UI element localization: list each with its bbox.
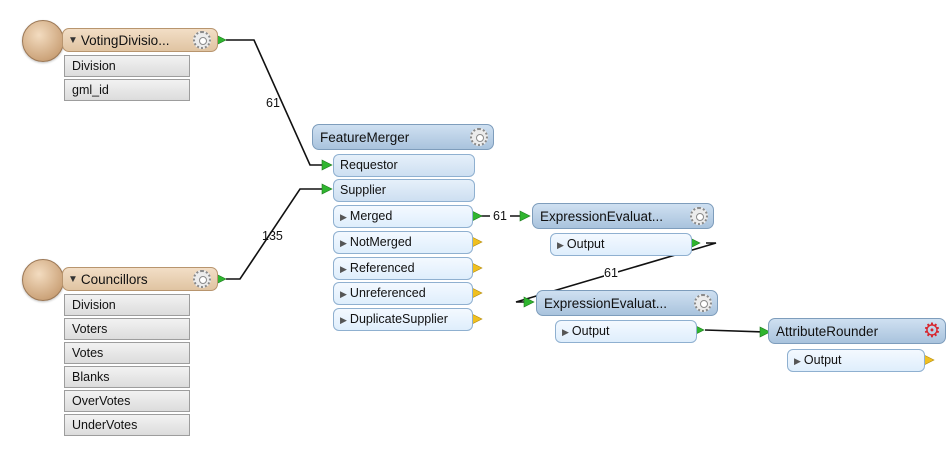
expand-triangle-icon: ▶ (557, 240, 564, 250)
collapse-triangle-icon[interactable]: ▼ (68, 34, 78, 46)
output-port-label: Merged (349, 209, 393, 223)
attribute-item: Votes (64, 342, 190, 364)
yellow-arrow-icon (923, 354, 935, 366)
reader-header[interactable]: ▼ Councillors (62, 267, 218, 291)
yellow-arrow-icon (471, 287, 483, 299)
connection-evaluator2-rounder (704, 329, 766, 333)
attribute-item: Division (64, 55, 190, 77)
transformer-title: AttributeRounder (776, 323, 879, 339)
database-reader-icon (22, 259, 64, 301)
green-arrow-icon (321, 159, 333, 171)
green-arrow-icon (523, 296, 535, 308)
green-arrow-icon (471, 210, 483, 222)
output-port-label: DuplicateSupplier (349, 312, 448, 326)
output-port-merged[interactable]: ▶Merged (333, 205, 473, 228)
input-port-requestor[interactable]: Requestor (333, 154, 475, 177)
output-port-unreferenced[interactable]: ▶Unreferenced (333, 282, 473, 305)
expand-triangle-icon: ▶ (340, 289, 347, 299)
output-port-label: Output (571, 324, 610, 338)
transformer-title: FeatureMerger (320, 129, 410, 145)
gear-icon[interactable] (470, 128, 488, 146)
gear-icon[interactable] (694, 294, 712, 312)
output-port-output[interactable]: ▶Output (555, 320, 697, 343)
yellow-arrow-icon (471, 236, 483, 248)
transformer-header[interactable]: AttributeRounder (768, 318, 946, 344)
attribute-item: OverVotes (64, 390, 190, 412)
connection-councillors-supplier (226, 188, 326, 280)
expand-triangle-icon: ▶ (794, 356, 801, 366)
transformer-header[interactable]: ExpressionEvaluat... (536, 290, 718, 316)
attribute-item: Voters (64, 318, 190, 340)
transformer-title: ExpressionEvaluat... (544, 295, 668, 311)
output-port-label: NotMerged (349, 235, 412, 249)
yellow-arrow-icon (471, 313, 483, 325)
green-arrow-icon (321, 183, 333, 195)
expand-triangle-icon: ▶ (340, 212, 347, 222)
collapse-triangle-icon[interactable]: ▼ (68, 273, 78, 285)
output-port-referenced[interactable]: ▶Referenced (333, 257, 473, 280)
reader-header[interactable]: ▼ VotingDivisio... (62, 28, 218, 52)
expand-triangle-icon: ▶ (340, 238, 347, 248)
transformer-header[interactable]: FeatureMerger (312, 124, 494, 150)
attribute-item: Division (64, 294, 190, 316)
output-port-label: Referenced (349, 261, 415, 275)
connection-count-voting: 61 (266, 96, 280, 110)
gear-icon[interactable] (193, 31, 211, 49)
output-port-output[interactable]: ▶Output (550, 233, 692, 256)
output-port-output[interactable]: ▶Output (787, 349, 925, 372)
expand-triangle-icon: ▶ (562, 327, 569, 337)
gear-icon[interactable] (690, 207, 708, 225)
output-port-label: Output (566, 237, 605, 251)
database-reader-icon (22, 20, 64, 62)
connection-voting-requestor (226, 39, 326, 166)
reader-title: VotingDivisio... (80, 32, 170, 48)
yellow-arrow-icon (471, 262, 483, 274)
output-port-label: Unreferenced (349, 286, 426, 300)
connection-count-merged: 61 (493, 209, 507, 223)
gear-icon[interactable] (193, 270, 211, 288)
green-arrow-icon (519, 210, 531, 222)
attribute-item: gml_id (64, 79, 190, 101)
output-port-label: Output (803, 353, 842, 367)
transformer-title: ExpressionEvaluat... (540, 208, 664, 224)
reader-title: Councillors (80, 271, 148, 287)
expand-triangle-icon: ▶ (340, 315, 347, 325)
transformer-header[interactable]: ExpressionEvaluat... (532, 203, 714, 229)
output-port-duplicatesupplier[interactable]: ▶DuplicateSupplier (333, 308, 473, 331)
attribute-item: Blanks (64, 366, 190, 388)
attribute-item: UnderVotes (64, 414, 190, 436)
output-port-notmerged[interactable]: ▶NotMerged (333, 231, 473, 254)
green-arrow-icon (759, 326, 771, 338)
yellow-arrow-icons (471, 236, 935, 366)
input-port-supplier[interactable]: Supplier (333, 179, 475, 202)
expand-triangle-icon: ▶ (340, 264, 347, 274)
connection-count-councillors: 135 (262, 229, 283, 243)
red-gear-icon[interactable]: ⚙ (923, 320, 941, 342)
connection-count-evaluator: 61 (604, 266, 618, 280)
